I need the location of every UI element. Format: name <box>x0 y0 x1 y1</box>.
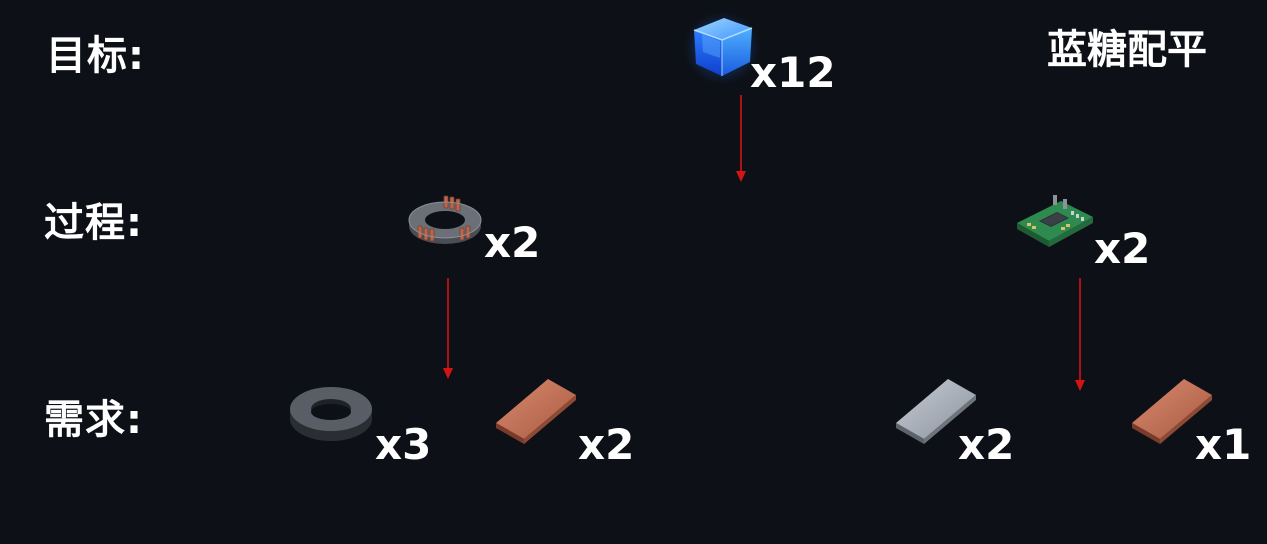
copper-ingot-icon <box>494 377 578 445</box>
copper-ingot-b-quantity: x1 <box>1195 420 1252 469</box>
arrow-down-board <box>1074 278 1086 392</box>
iron-ingot-quantity: x2 <box>958 420 1015 469</box>
arrow-down-goal <box>735 95 747 183</box>
row-label-process: 过程: <box>44 200 143 246</box>
magnet-ring-icon <box>288 385 374 445</box>
circuit-board-icon <box>1013 193 1095 251</box>
magnet-ring-quantity: x3 <box>375 420 432 469</box>
blue-cube-quantity: x12 <box>750 48 836 97</box>
row-label-requirement: 需求: <box>44 397 143 443</box>
page-title: 蓝糖配平 <box>1047 27 1207 73</box>
copper-ingot-icon <box>1130 377 1214 445</box>
arrow-down-coil <box>442 278 454 380</box>
magnetic-coil-icon <box>404 190 486 252</box>
blue-cube-icon <box>684 10 760 84</box>
copper-ingot-a-quantity: x2 <box>578 420 635 469</box>
iron-ingot-icon <box>894 377 978 445</box>
circuit-board-quantity: x2 <box>1094 224 1151 273</box>
magnetic-coil-quantity: x2 <box>484 218 541 267</box>
row-label-goal: 目标: <box>46 33 145 79</box>
